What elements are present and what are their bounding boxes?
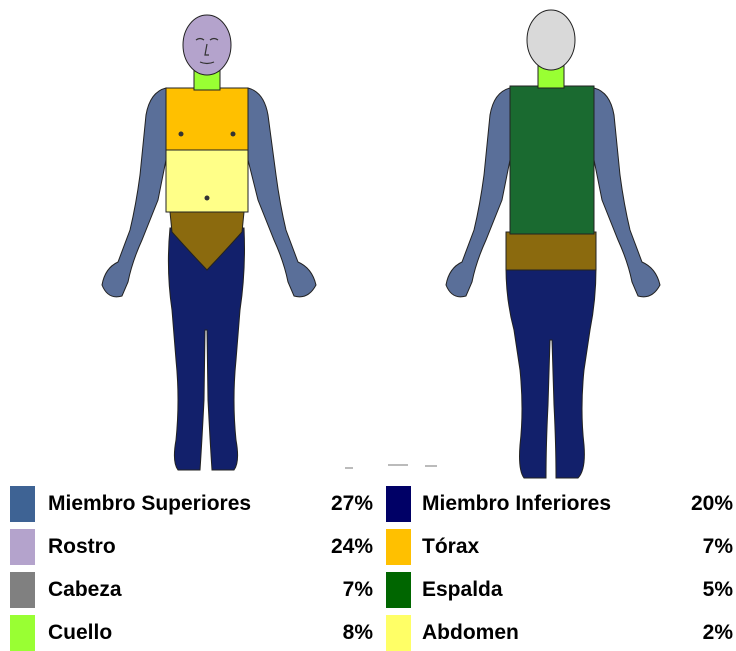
legend-swatch <box>10 486 35 522</box>
legend-percent: 5% <box>702 578 733 601</box>
legend-label: Miembro Inferiores <box>422 492 612 515</box>
legend-label: Espalda <box>422 578 503 601</box>
back-figure <box>445 9 661 479</box>
back-legs <box>505 267 597 479</box>
legend-swatch <box>386 572 411 608</box>
legend-label: Rostro <box>48 535 116 558</box>
legend-label: Tórax <box>422 535 480 558</box>
legend-percent: 7% <box>702 535 733 558</box>
front-abdomen <box>165 149 249 213</box>
front-pelvis <box>169 211 245 271</box>
legend-label: Cuello <box>48 621 113 644</box>
legend-swatch <box>10 529 35 565</box>
back-back <box>509 85 595 235</box>
legend-label: Abdomen <box>422 621 519 644</box>
legend-label: Miembro Superiores <box>48 492 252 515</box>
front-right-arm <box>247 87 317 298</box>
legend-percent: 2% <box>702 621 733 644</box>
face-details <box>195 37 219 65</box>
legend-percent: 24% <box>330 535 373 558</box>
legend-swatch <box>386 529 411 565</box>
legend-swatch <box>10 615 35 651</box>
front-legs <box>167 227 245 471</box>
legend-swatch <box>386 486 411 522</box>
legend-percent: 20% <box>690 492 733 515</box>
legend-swatch <box>10 572 35 608</box>
legend-percent: 7% <box>342 578 373 601</box>
legend-label: Cabeza <box>48 578 122 601</box>
ground-marks <box>345 464 437 469</box>
back-pelvis <box>505 231 597 271</box>
back-right-arm <box>593 87 661 298</box>
legend-swatch <box>386 615 411 651</box>
legend-percent: 8% <box>342 621 373 644</box>
front-left-arm <box>101 87 167 298</box>
back-head <box>526 9 576 71</box>
back-left-arm <box>445 87 511 298</box>
body-diagram <box>101 9 661 479</box>
front-figure <box>101 14 317 471</box>
front-thorax <box>165 87 249 151</box>
legend-percent: 27% <box>330 492 373 515</box>
